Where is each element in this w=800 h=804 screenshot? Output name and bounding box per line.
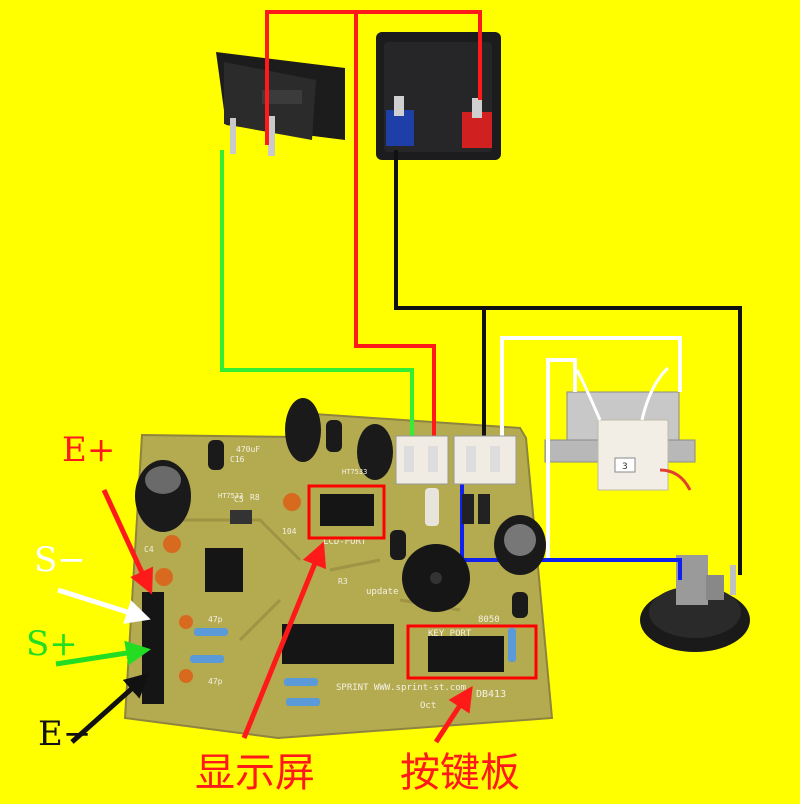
green-wire [220, 150, 414, 440]
s-minus-arrow [57, 587, 151, 624]
keypad-label: 按键板 [400, 750, 520, 796]
key-port-header [428, 636, 504, 672]
keypad-arrow [433, 685, 473, 744]
ic-16pin [282, 624, 394, 664]
c4-text: C4 [144, 545, 154, 554]
e-minus-arrow [70, 672, 150, 744]
lcd-screen-label: 显示屏 [195, 750, 315, 796]
highlight-boxes [307, 484, 538, 680]
black-wire [394, 150, 742, 575]
transformer: 3 [544, 366, 696, 491]
red-wire-switch-battery [265, 10, 482, 145]
key-port-text: KEY PORT [428, 629, 472, 639]
dc-jack [640, 555, 750, 652]
c5-text: C5 [234, 495, 244, 504]
p47a-text: 47p [208, 615, 223, 624]
red-wire-switch-board [354, 12, 436, 440]
board-connectors [395, 435, 517, 485]
capacitor-top [285, 398, 321, 462]
p47b-text: 47p [208, 677, 223, 686]
battery [376, 32, 501, 160]
cap-label-text: 470uF [236, 445, 260, 454]
r8-text: R8 [250, 493, 260, 502]
e-minus-label: E− [38, 714, 92, 754]
s-plus-label: S+ [26, 624, 78, 664]
rocker-switch [216, 52, 345, 156]
annotation-arrows [55, 488, 473, 744]
model-text: DB413 [476, 689, 506, 700]
pcb-silkscreen: LCD-PORT KEY PORT SPRINT WWW.sprint-st.c… [144, 445, 506, 711]
date-text: Oct [420, 701, 436, 711]
lcd-screen-arrow [241, 541, 327, 739]
transformer-tag: 3 [622, 462, 628, 472]
capacitor-mid [357, 424, 393, 480]
chip-8050-text: 8050 [478, 615, 500, 625]
brand-text: SPRINT WWW.sprint-st.com [336, 683, 466, 693]
lcd-port-text: LCD-PORT [323, 537, 367, 547]
e-plus-label: E+ [62, 430, 116, 470]
ht7533-b-text: HT7533 [342, 468, 367, 476]
white-wire [500, 336, 682, 440]
lcd-port-header [320, 494, 374, 526]
e-plus-arrow [101, 488, 153, 595]
q104-text: 104 [282, 527, 297, 536]
update-text: update [366, 587, 399, 597]
c16-text: C16 [230, 455, 245, 464]
s-minus-label: S− [34, 540, 86, 580]
lcd-port-highlight [307, 484, 386, 540]
white-wire-2 [546, 358, 577, 560]
key-port-highlight [406, 624, 538, 680]
ht7533-a-text: HT7533 [218, 492, 243, 500]
s-plus-arrow [55, 640, 151, 667]
r3-text: R3 [338, 577, 348, 586]
ic-8pin [205, 548, 243, 592]
wires [220, 10, 742, 580]
